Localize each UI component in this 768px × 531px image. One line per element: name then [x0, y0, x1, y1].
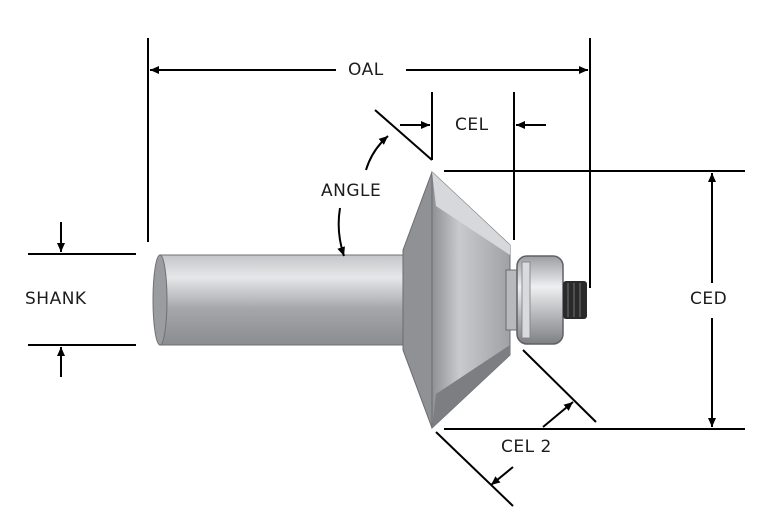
cutter-edge-bottom	[432, 345, 510, 428]
angle-arc-upper	[365, 135, 389, 171]
dimension-lines	[28, 38, 745, 507]
oal-label: OAL	[348, 60, 384, 80]
bearing-race	[521, 261, 531, 339]
shank-label: SHANK	[25, 289, 87, 309]
shank-body	[154, 254, 404, 346]
bearing-screw	[563, 281, 587, 319]
angle-label: ANGLE	[321, 181, 382, 201]
cel2-ext-upper	[522, 349, 597, 423]
cel2-arrow-lower	[490, 466, 514, 486]
cel2-ext-lower	[435, 431, 514, 507]
cutter-edge-top	[432, 172, 510, 255]
angle-arc-lower	[337, 207, 345, 257]
cel2-arrow-upper	[542, 401, 574, 428]
router-bit	[152, 170, 587, 430]
cutter-back	[402, 171, 433, 429]
ced-label: CED	[690, 289, 728, 309]
angle-ref-line	[374, 109, 433, 161]
shank-end	[152, 254, 168, 346]
cel-label: CEL	[455, 115, 489, 135]
cel2-label: CEL 2	[501, 437, 552, 457]
